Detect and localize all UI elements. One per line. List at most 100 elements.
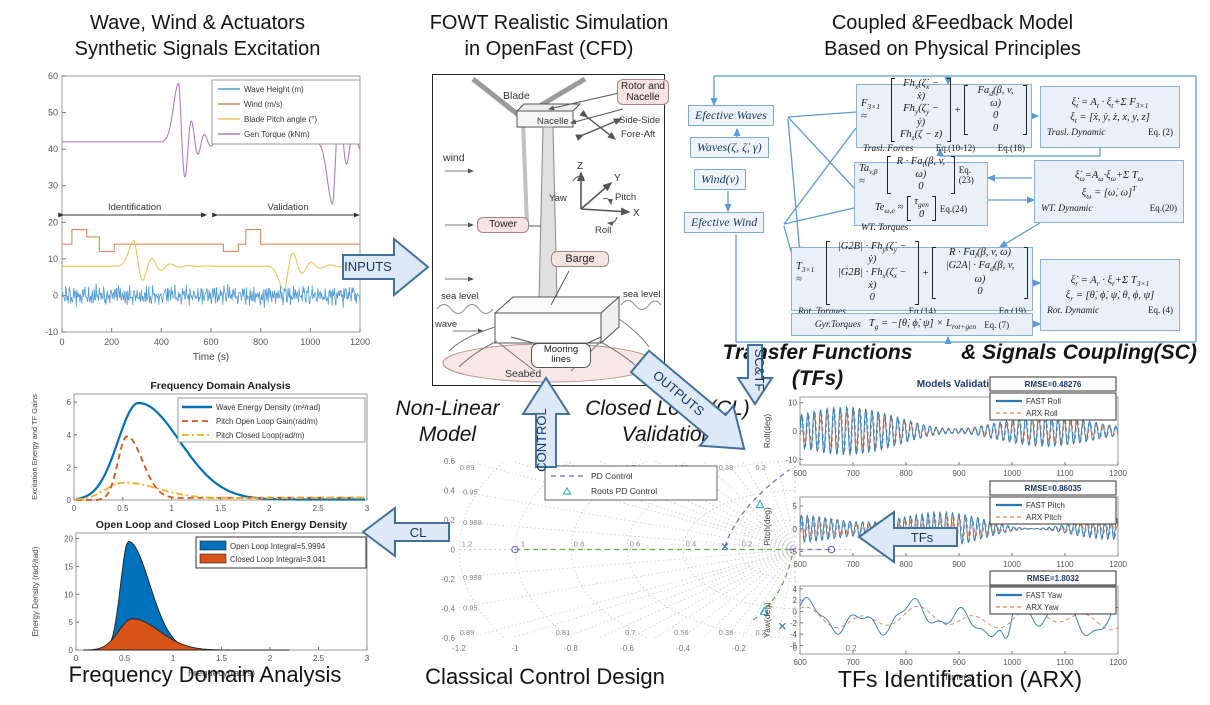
svg-text:0.6: 0.6 <box>630 540 640 549</box>
blade-left <box>471 77 523 119</box>
caption-frequency-domain: Frequency Domain Analysis <box>68 662 342 687</box>
svg-text:0: 0 <box>451 546 456 555</box>
trasl-dyn-line1: ξ̇t = At · ξt+Σ F3×1 <box>1071 96 1149 110</box>
svg-text:Frequecy(rad/s): Frequecy(rad/s) <box>188 668 255 679</box>
svg-text:4: 4 <box>793 585 798 594</box>
svg-text:3: 3 <box>365 504 370 513</box>
nonlinear-model-label: Non-Linear Model <box>380 396 515 449</box>
svg-text:Blade Pitch angle (°): Blade Pitch angle (°) <box>244 115 317 124</box>
sideside-foreaft-arrows <box>575 109 623 141</box>
wt-torques-caption: WT. Torques <box>861 223 909 234</box>
svg-text:RMSE=1.8032: RMSE=1.8032 <box>1027 574 1080 583</box>
svg-text:Wave Height (m): Wave Height (m) <box>244 85 304 94</box>
tfs-arrow-label: TFs <box>911 530 934 545</box>
svg-text:Identification: Identification <box>108 202 161 213</box>
svg-text:700: 700 <box>846 658 860 667</box>
svg-text:0: 0 <box>793 608 798 617</box>
sctf-arrow-shape <box>736 344 774 406</box>
trasl-dyn-caption: Trasl. Dynamic <box>1047 128 1106 139</box>
caption-tfs-identification: TFs Identification (ARX) <box>837 666 1083 692</box>
eqbox-wt-dynamic: ξ̇ω=Aω·ξω+Σ Tω ξω = [ω̇, ω]T WT. Dynamic… <box>1034 160 1184 223</box>
svg-text:20: 20 <box>48 217 58 227</box>
barge-front <box>494 312 602 344</box>
tfs-arrow: TFs <box>857 510 958 564</box>
svg-text:1000: 1000 <box>1003 560 1021 569</box>
svg-text:Closed Loop Integral=3.041: Closed Loop Integral=3.041 <box>230 555 326 564</box>
svg-text:2.5: 2.5 <box>313 504 325 513</box>
panel-title-model: Coupled &Feedback Model Based on Physica… <box>755 10 1150 62</box>
svg-text:700: 700 <box>846 469 860 478</box>
sideside-label: Side-Side <box>619 115 660 126</box>
cl-arrow: CL <box>361 506 450 558</box>
svg-text:0.56: 0.56 <box>674 628 689 637</box>
nonlinear-line1: Non-Linear <box>395 397 500 420</box>
svg-text:Yaw(deg): Yaw(deg) <box>762 602 772 638</box>
svg-text:20: 20 <box>64 535 73 544</box>
svg-text:800: 800 <box>899 469 913 478</box>
svg-text:-10: -10 <box>785 455 797 464</box>
svg-text:900: 900 <box>952 560 966 569</box>
svg-text:-4: -4 <box>790 630 798 639</box>
svg-text:10: 10 <box>64 590 73 599</box>
tfs-arrow-shape <box>857 510 958 564</box>
sctf-arrow-label: SC&TF <box>752 349 767 392</box>
svg-text:200: 200 <box>104 337 119 347</box>
control-arrow-label: CONTROL <box>534 408 549 472</box>
svg-text:0.5: 0.5 <box>119 654 131 663</box>
svg-text:RMSE=0.48276: RMSE=0.48276 <box>1025 380 1082 389</box>
svg-text:0: 0 <box>69 646 74 655</box>
signals-coupling-label: & Signals Coupling(SC) <box>961 341 1197 364</box>
svg-text:0: 0 <box>67 496 72 505</box>
title-fowt-line2: in OpenFast (CFD) <box>464 38 634 60</box>
rotor-nacelle-callout: Rotor and Nacelle <box>617 79 669 105</box>
barge-callout: Barge <box>551 251 609 268</box>
nacelle-top <box>515 103 582 112</box>
blade-down <box>521 120 529 226</box>
cl-arrow-shape <box>361 506 450 558</box>
svg-text:5: 5 <box>69 618 74 627</box>
svg-text:900: 900 <box>952 469 966 478</box>
sctf-arrow: SC&TF <box>736 344 774 406</box>
svg-text:0.2: 0.2 <box>444 516 456 525</box>
input-box-effective-waves: Efective Waves <box>688 105 774 126</box>
seabed-label: Seabed <box>505 368 541 380</box>
mooring-callout: Mooring lines <box>531 343 591 368</box>
eqbox-trasl-dynamic: ξ̇t = At · ξt+Σ F3×1 ξt = [ẋ, ẏ, ż, x… <box>1040 86 1180 148</box>
svg-text:900: 900 <box>952 658 966 667</box>
svg-text:1.5: 1.5 <box>215 504 227 513</box>
rot-dyn-eqref: Eq. (4) <box>1148 305 1173 316</box>
rot-dyn-caption: Rot. Dynamic <box>1047 306 1100 317</box>
input-box-waves: Waves(ζ, ζ̇, γ) <box>690 137 769 158</box>
foreaft-label: Fore-Aft <box>621 129 656 140</box>
svg-text:-0.4: -0.4 <box>441 605 455 614</box>
svg-text:6: 6 <box>67 398 72 407</box>
svg-text:Pitch Open Loop Gain(rad/m): Pitch Open Loop Gain(rad/m) <box>216 417 318 426</box>
trasl-dyn-eqref: Eq. (2) <box>1148 127 1173 138</box>
svg-text:Pitch Closed Loop(rad/m): Pitch Closed Loop(rad/m) <box>216 431 305 440</box>
svg-text:1200: 1200 <box>1109 658 1127 667</box>
svg-text:0.4: 0.4 <box>444 487 456 496</box>
root-locus-chart: 0.890.890.810.810.70.70.560.560.380.380.… <box>441 457 857 653</box>
svg-text:800: 800 <box>899 560 913 569</box>
svg-text:600: 600 <box>793 560 807 569</box>
svg-text:Time(s): Time(s) <box>944 672 974 682</box>
panel-title-signals: Wave, Wind & Actuators Synthetic Signals… <box>30 10 365 62</box>
inputs-arrow: INPUTS <box>342 236 430 298</box>
eqbox-wt-torques: Tav,β ≈ R · Fal(β, v, ω)0 Eq.(23) Teω,e … <box>854 155 988 233</box>
svg-text:1100: 1100 <box>1056 658 1074 667</box>
barge-top <box>493 296 621 314</box>
svg-text:-2: -2 <box>790 619 798 628</box>
svg-text:0: 0 <box>793 525 798 534</box>
svg-text:5: 5 <box>793 502 798 511</box>
transfer-functions-label: Transfer Functions (TFs) <box>722 341 913 391</box>
svg-text:2.5: 2.5 <box>313 654 325 663</box>
nacelle-label: Nacelle <box>537 116 569 127</box>
svg-text:1200: 1200 <box>1109 560 1127 569</box>
svg-text:0.95: 0.95 <box>463 487 478 496</box>
svg-text:800: 800 <box>253 337 268 347</box>
svg-text:Time (s): Time (s) <box>193 352 229 363</box>
svg-text:0.89: 0.89 <box>460 628 475 637</box>
